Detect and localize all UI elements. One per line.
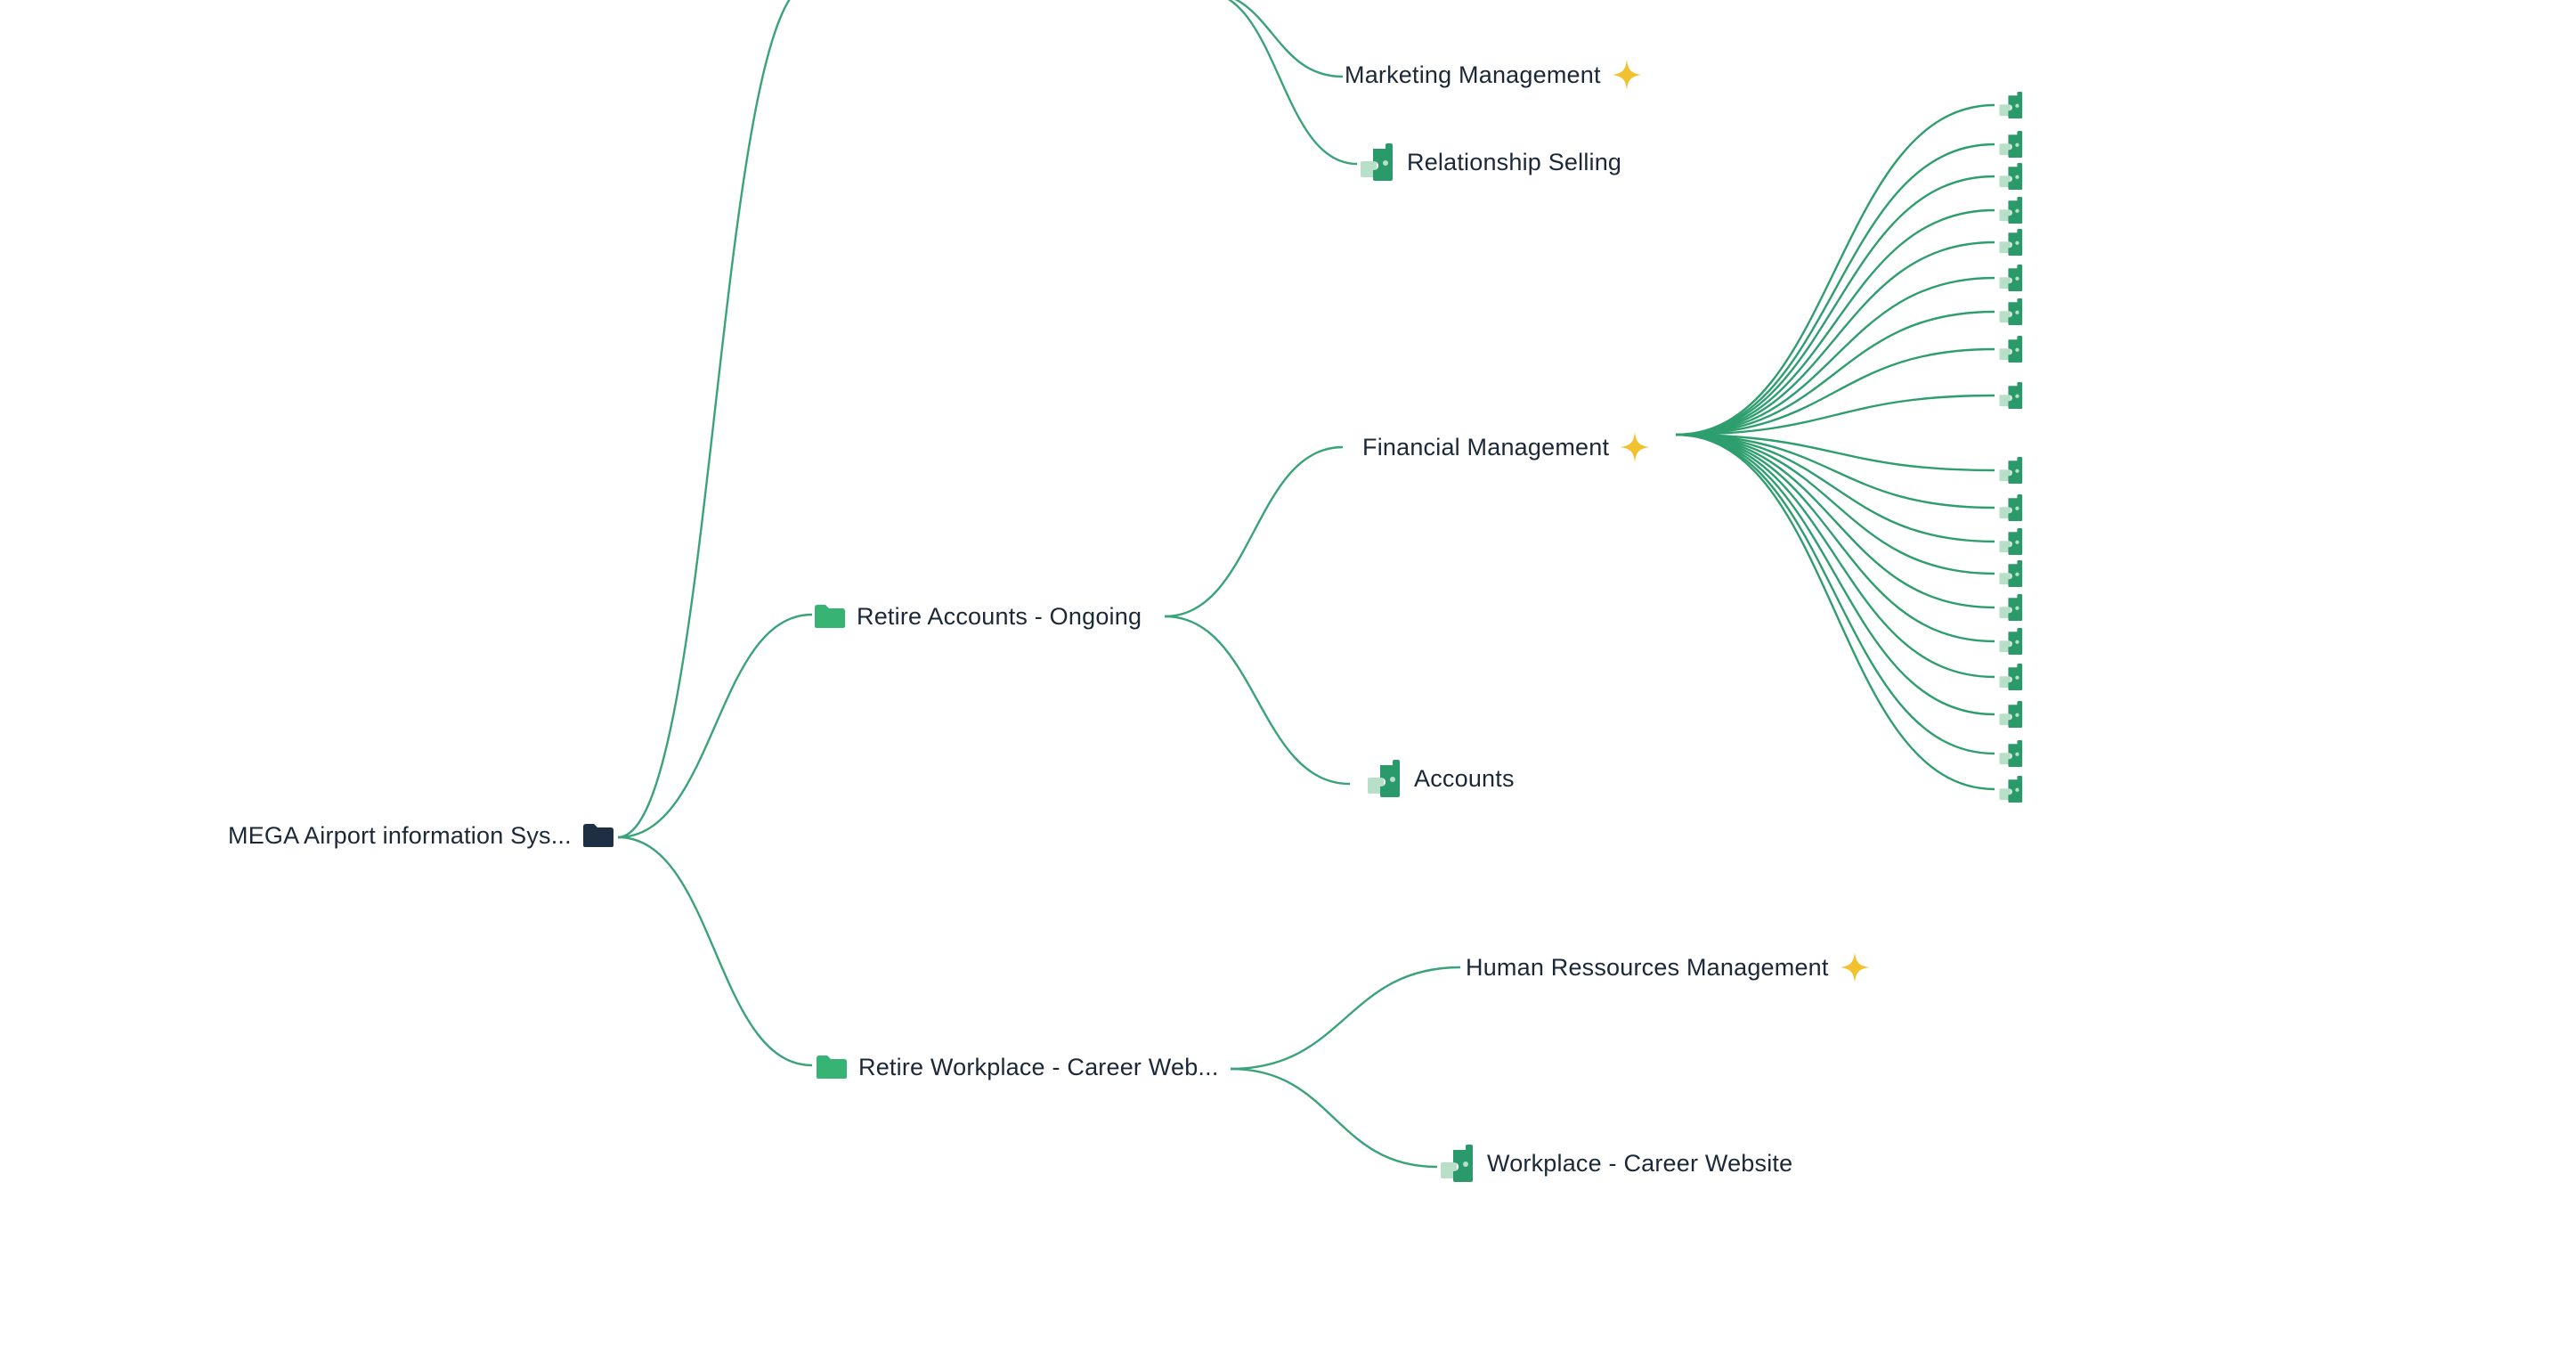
puzzle-icon: [1999, 457, 2023, 484]
link-retire-workplace-to-hr: [1230, 966, 1461, 1071]
node-relationship-selling[interactable]: Relationship Selling: [1359, 143, 1622, 181]
financial-management-child-16[interactable]: [1998, 664, 2025, 690]
link-financial-to-child-15: [1675, 433, 1995, 643]
node-accounts[interactable]: Accounts: [1366, 760, 1515, 797]
link-root-to-top-branch: [617, 0, 791, 839]
folder-icon: [816, 1055, 848, 1080]
puzzle-icon: [1999, 494, 2023, 521]
link-root-to-retire-workplace: [617, 835, 813, 1067]
financial-management-child-7[interactable]: [1998, 298, 2025, 325]
link-financial-to-child-13: [1675, 433, 1995, 575]
puzzle-icon: [1366, 760, 1403, 797]
puzzle-icon: [1999, 528, 2023, 555]
node-root-label: MEGA Airport information Sys...: [228, 821, 572, 849]
link-financial-to-child-7: [1675, 310, 1995, 436]
financial-management-child-5[interactable]: [1998, 229, 2025, 256]
financial-management-child-18[interactable]: [1998, 740, 2025, 767]
puzzle-icon: [1999, 701, 2023, 728]
node-retire-workplace-label: Retire Workplace - Career Web...: [858, 1053, 1219, 1080]
node-retire-workplace[interactable]: Retire Workplace - Career Web...: [816, 1049, 1219, 1085]
sparkle-icon: [1839, 952, 1870, 982]
link-financial-to-child-8: [1675, 347, 1995, 436]
puzzle-icon: [1999, 92, 2023, 118]
puzzle-icon: [1359, 143, 1396, 181]
node-workplace-career-website-label: Workplace - Career Website: [1487, 1149, 1793, 1177]
link-financial-to-child-5: [1675, 240, 1995, 436]
link-retire-accounts-to-financial: [1164, 445, 1344, 618]
link-financial-to-child-4: [1675, 208, 1995, 436]
link-financial-to-child-17: [1675, 433, 1995, 716]
folder-icon: [582, 823, 614, 848]
financial-management-child-19[interactable]: [1998, 776, 2025, 803]
financial-management-child-6[interactable]: [1998, 265, 2025, 291]
link-retire-workplace-to-workplace: [1230, 1067, 1438, 1169]
financial-management-child-11[interactable]: [1998, 494, 2025, 521]
puzzle-icon: [1999, 229, 2023, 256]
financial-management-child-9[interactable]: [1998, 382, 2025, 409]
puzzle-icon: [1999, 298, 2023, 325]
node-marketing-management[interactable]: Marketing Management: [1345, 57, 1642, 93]
financial-management-child-12[interactable]: [1998, 528, 2025, 555]
folder-icon: [814, 604, 846, 629]
node-financial-management[interactable]: Financial Management: [1362, 429, 1651, 465]
puzzle-icon: [1439, 1145, 1476, 1182]
node-root[interactable]: MEGA Airport information Sys...: [228, 818, 614, 853]
link-financial-to-child-3: [1675, 175, 1995, 436]
node-human-ressources-management-label: Human Ressources Management: [1466, 953, 1829, 981]
link-financial-to-child-18: [1675, 433, 1995, 755]
link-financial-to-child-6: [1675, 276, 1995, 436]
puzzle-icon: [1999, 664, 2023, 690]
financial-management-child-15[interactable]: [1998, 628, 2025, 655]
financial-management-child-10[interactable]: [1998, 457, 2025, 484]
financial-management-child-8[interactable]: [1998, 336, 2025, 363]
link-financial-to-child-9: [1675, 394, 1995, 436]
link-top-to-relationship: [1227, 0, 1358, 166]
node-relationship-selling-label: Relationship Selling: [1407, 148, 1622, 175]
link-financial-to-child-2: [1675, 143, 1995, 436]
puzzle-icon: [1999, 131, 2023, 158]
financial-management-child-14[interactable]: [1998, 594, 2025, 621]
node-human-ressources-management[interactable]: Human Ressources Management: [1466, 950, 1870, 985]
financial-management-child-1[interactable]: [1998, 92, 2025, 118]
financial-management-child-17[interactable]: [1998, 701, 2025, 728]
financial-management-child-3[interactable]: [1998, 163, 2025, 190]
sparkle-icon: [1620, 432, 1651, 462]
puzzle-icon: [1999, 265, 2023, 291]
link-retire-accounts-to-accounts: [1164, 615, 1351, 786]
link-financial-to-child-19: [1675, 433, 1995, 791]
puzzle-icon: [1999, 628, 2023, 655]
puzzle-icon: [1999, 163, 2023, 190]
puzzle-icon: [1999, 336, 2023, 363]
financial-management-child-4[interactable]: [1998, 197, 2025, 224]
link-root-to-retire-accounts: [617, 613, 813, 839]
link-top-to-marketing: [1234, 0, 1344, 78]
link-financial-to-child-16: [1675, 433, 1995, 679]
link-financial-to-child-12: [1675, 433, 1995, 543]
node-retire-accounts-ongoing-label: Retire Accounts - Ongoing: [857, 602, 1142, 630]
financial-management-child-13[interactable]: [1998, 560, 2025, 587]
node-retire-accounts-ongoing[interactable]: Retire Accounts - Ongoing: [814, 599, 1142, 634]
puzzle-icon: [1999, 740, 2023, 767]
link-financial-to-child-14: [1675, 433, 1995, 609]
node-financial-management-label: Financial Management: [1362, 433, 1610, 461]
puzzle-icon: [1999, 594, 2023, 621]
node-workplace-career-website[interactable]: Workplace - Career Website: [1439, 1145, 1793, 1182]
financial-management-child-2[interactable]: [1998, 131, 2025, 158]
puzzle-icon: [1999, 776, 2023, 803]
puzzle-icon: [1999, 560, 2023, 587]
node-accounts-label: Accounts: [1414, 764, 1515, 792]
sparkle-icon: [1611, 60, 1642, 90]
puzzle-icon: [1999, 382, 2023, 409]
puzzle-icon: [1999, 197, 2023, 224]
link-financial-to-child-1: [1675, 103, 1995, 436]
link-financial-to-child-10: [1675, 433, 1995, 472]
link-financial-to-child-11: [1675, 433, 1995, 509]
node-marketing-management-label: Marketing Management: [1345, 61, 1601, 88]
